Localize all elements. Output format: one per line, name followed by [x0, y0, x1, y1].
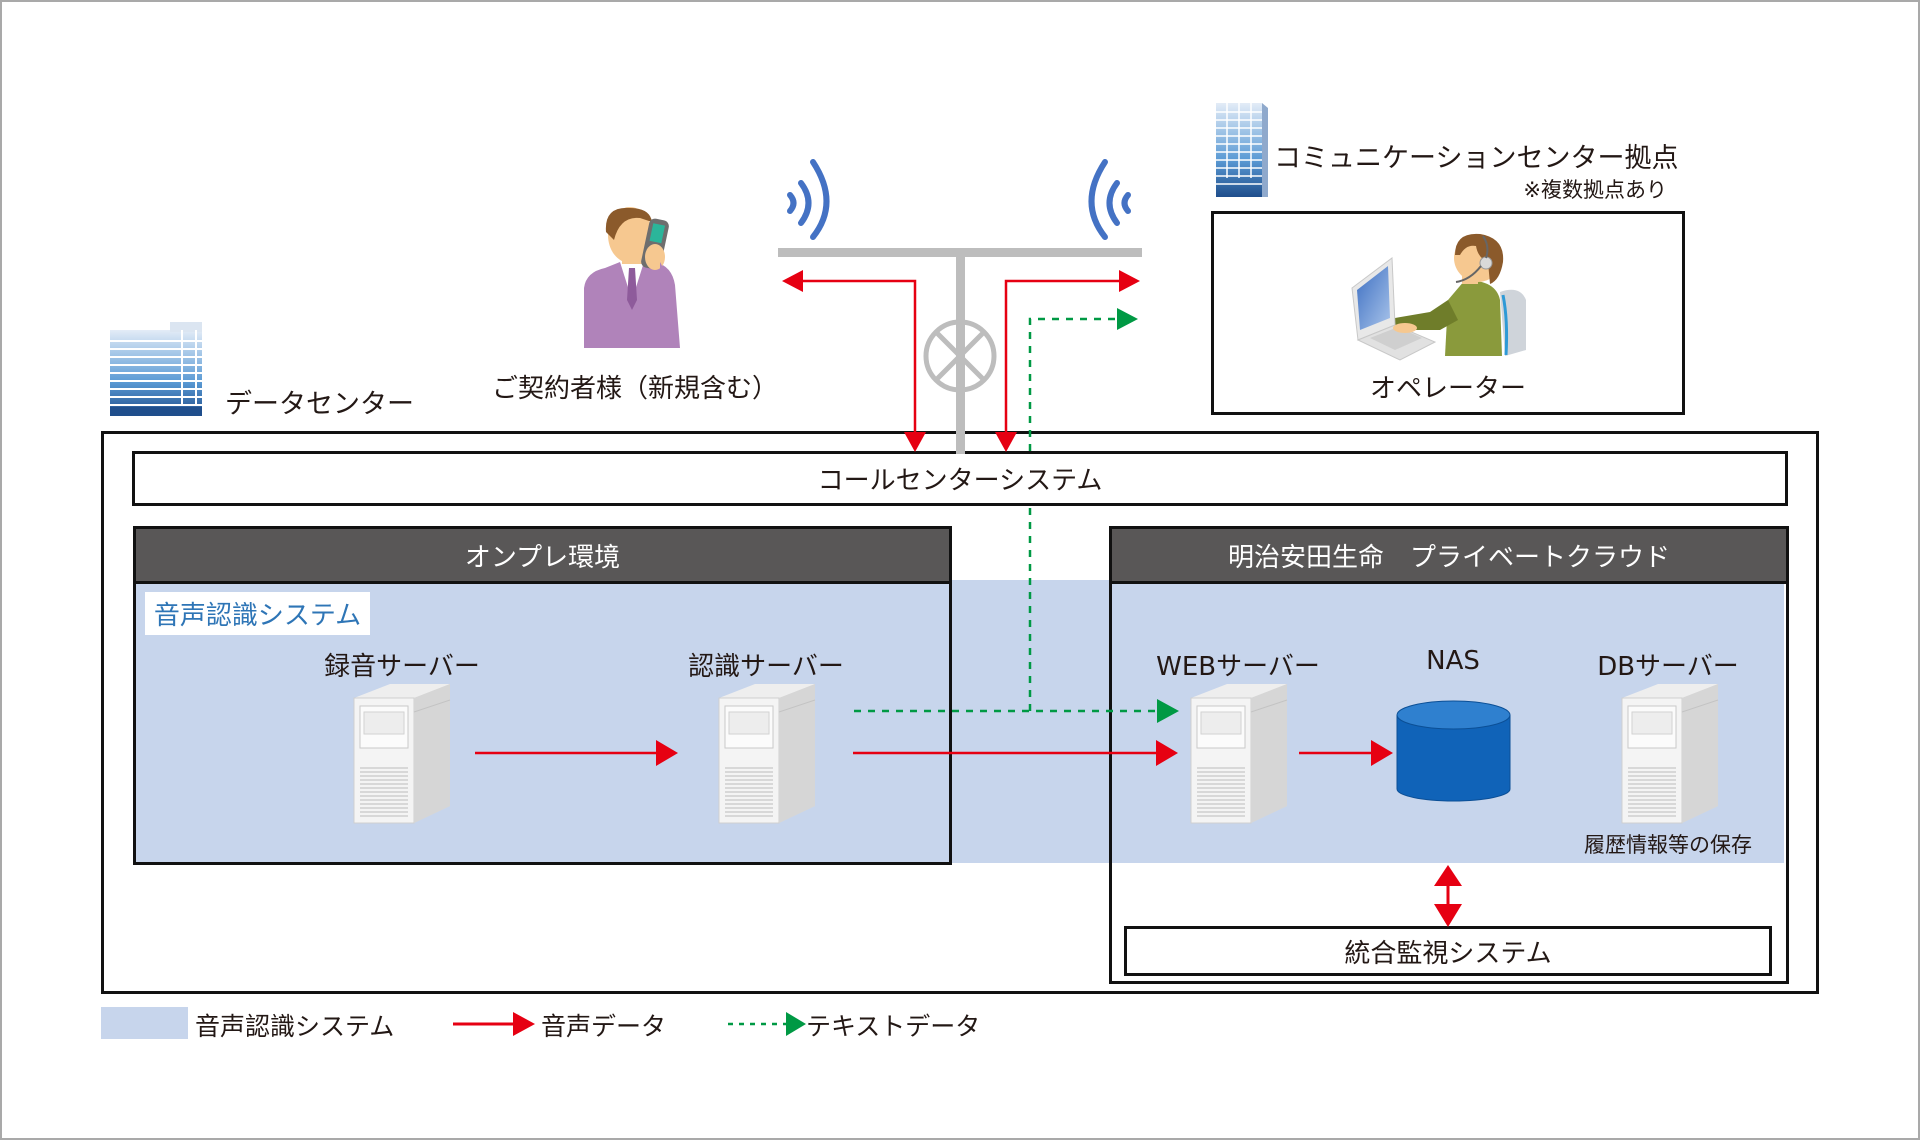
call-center-system-box[interactable]: コールセンターシステム — [132, 451, 1788, 506]
call-center-system-label: コールセンターシステム — [817, 466, 1103, 496]
monitoring-system-box[interactable]: 統合監視システム — [1124, 926, 1772, 976]
speech-recognition-group-label: 音声認識システム — [145, 592, 370, 635]
legend-voice-data-label: 音声データ — [541, 1012, 667, 1041]
private-cloud-header-label: 明治安田生命 プライベートクラウド — [1227, 542, 1670, 573]
legend-speech-system-label: 音声認識システム — [195, 1012, 395, 1041]
recording-server-icon[interactable] — [353, 683, 451, 824]
recording-server-label: 録音サーバー — [324, 652, 480, 682]
recognition-server-label: 認識サーバー — [688, 652, 844, 682]
db-server-caption: 履歴情報等の保存 — [1584, 833, 1752, 857]
web-server-icon[interactable] — [1190, 683, 1288, 824]
private-cloud-box-border — [1109, 526, 1789, 984]
legend-voice-arrow-icon — [453, 1012, 535, 1036]
nas-database-icon[interactable] — [1396, 700, 1511, 802]
db-server-icon[interactable] — [1621, 683, 1719, 824]
monitoring-system-label: 統合監視システム — [1344, 938, 1552, 969]
onprem-header-label: オンプレ環境 — [464, 542, 621, 573]
operator-box — [1211, 211, 1685, 415]
web-server-label: WEBサーバー — [1156, 652, 1320, 682]
datacenter-label: データセンター — [225, 389, 414, 420]
recognition-server-icon[interactable] — [718, 683, 816, 824]
speech-recognition-group-text: 音声認識システム — [153, 601, 362, 631]
db-server-label: DBサーバー — [1597, 652, 1739, 682]
customer-label: ご契約者様（新規含む） — [491, 374, 779, 404]
comm-center-label: コミュニケーションセンター拠点 — [1274, 143, 1679, 174]
operator-label: オペレーター — [1369, 374, 1527, 404]
legend-text-arrow-icon — [728, 1012, 806, 1036]
comm-center-note: ※複数拠点あり — [1523, 178, 1667, 202]
legend-area-swatch — [101, 1007, 188, 1039]
legend: 音声認識システム 音声データ テキストデータ — [101, 1005, 1001, 1041]
onprem-header: オンプレ環境 — [133, 526, 952, 584]
nas-label: NAS — [1426, 646, 1480, 676]
legend-text-data-label: テキストデータ — [806, 1012, 981, 1041]
